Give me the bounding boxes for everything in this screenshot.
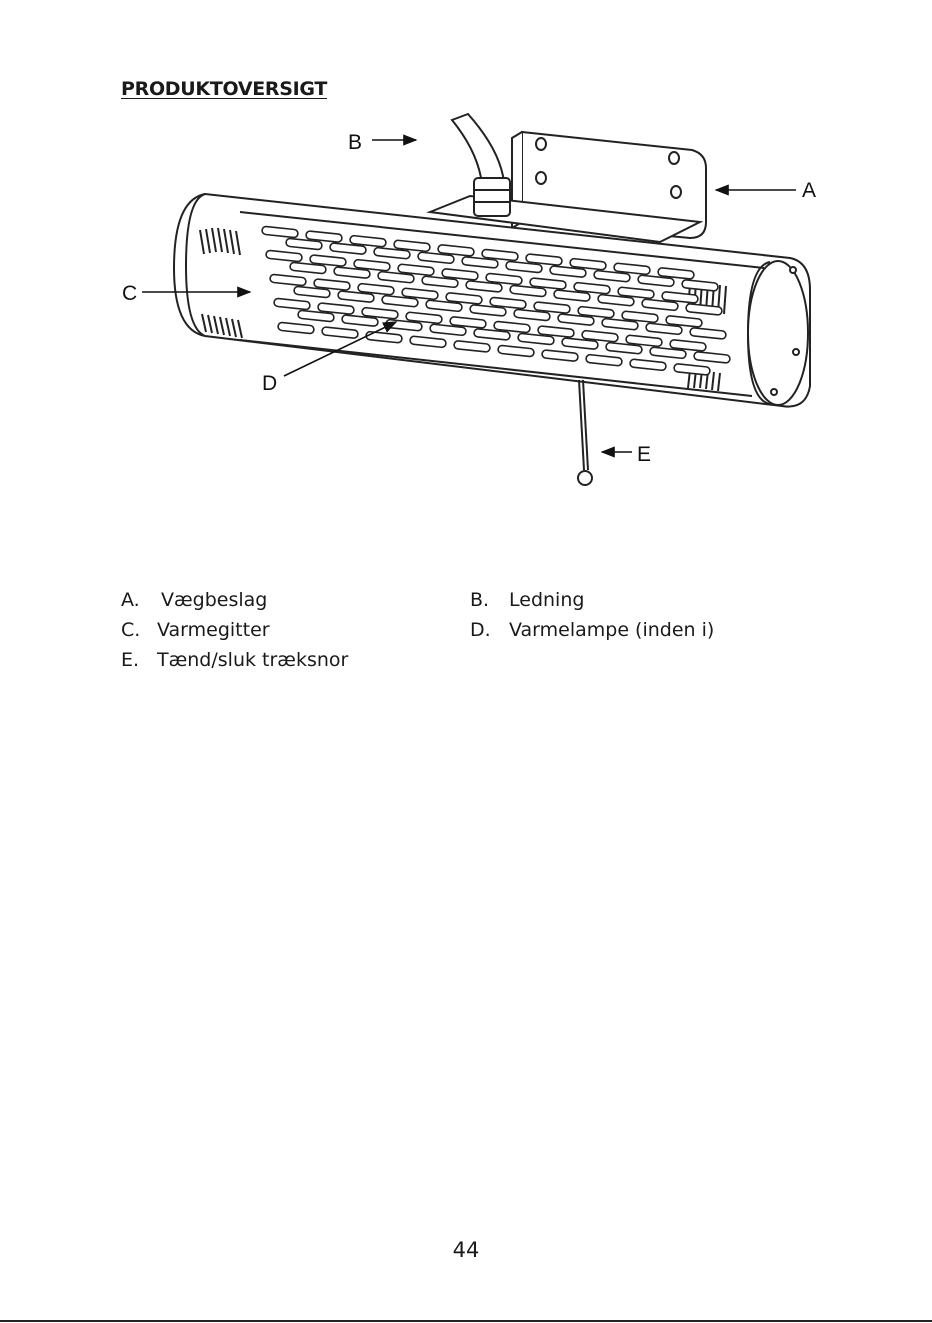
heater-drawing: B A C D E [0, 0, 932, 560]
legend-key: E. [121, 649, 139, 671]
legend-item-e: E. Tænd/sluk træksnor [121, 649, 139, 671]
pull-cord [578, 380, 592, 485]
legend-item-c: C. Varmegitter [121, 619, 140, 641]
legend-key: A. [121, 589, 140, 611]
product-illustration: B A C D E [0, 0, 932, 560]
callout-label-e: E [637, 443, 651, 466]
legend-key: C. [121, 619, 140, 641]
callout-label-a: A [802, 179, 816, 202]
callout-label-b: B [348, 131, 362, 154]
legend-key: B. [470, 589, 489, 611]
legend-label: Vægbeslag [161, 589, 267, 611]
legend-item-d: D. Varmelampe (inden i) [470, 619, 491, 641]
legend-key: D. [470, 619, 491, 641]
legend-item-a: A. Vægbeslag [121, 589, 140, 611]
page-bottom-rule [0, 1320, 932, 1322]
callout-label-d: D [262, 372, 277, 395]
legend-label: Varmegitter [157, 619, 270, 641]
callout-label-c: C [122, 282, 137, 305]
legend-label: Ledning [509, 589, 584, 611]
legend-label: Tænd/sluk træksnor [157, 649, 348, 671]
page-number: 44 [0, 1238, 932, 1262]
legend-label: Varmelampe (inden i) [509, 619, 714, 641]
legend-item-b: B. Ledning [470, 589, 489, 611]
